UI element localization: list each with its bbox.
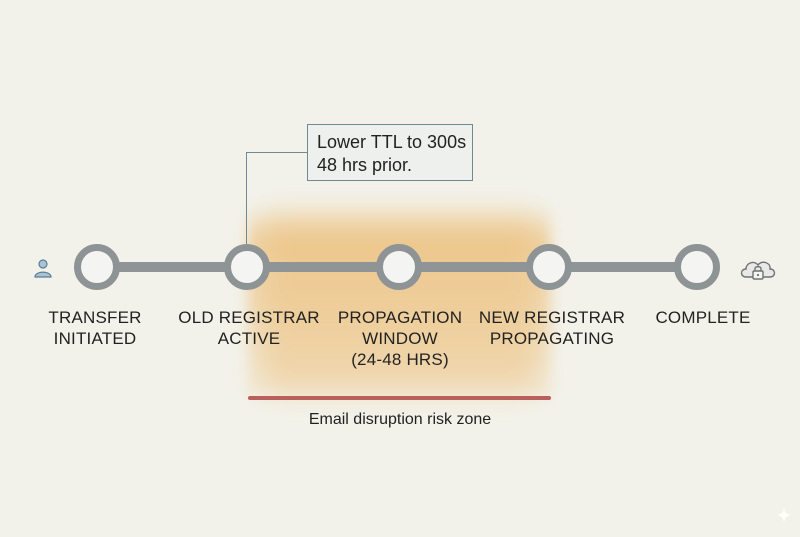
stage-label-complete: COMPLETE [628,307,778,328]
stage-label-transfer-initiated: TRANSFER INITIATED [20,307,170,349]
callout-leader-connector [246,152,307,153]
stage-label-line: ACTIVE [217,329,281,348]
sparkle-icon [776,507,792,523]
stage-node-old-registrar-active [224,244,270,290]
stage-label-line: NEW REGISTRAR [478,308,626,327]
stage-label-line: INITIATED [53,329,137,348]
user-icon [34,259,52,278]
callout-line: 48 hrs prior. [317,155,413,175]
stage-label-line: PROPAGATION [337,308,463,327]
stage-label-line: COMPLETE [655,308,751,327]
stage-label-line: PROPAGATING [489,329,615,348]
ttl-callout: Lower TTL to 300s 48 hrs prior. [307,124,473,181]
cloud-lock-icon [740,261,776,280]
callout-line: Lower TTL to 300s [317,132,467,152]
stage-node-propagation-window [376,244,422,290]
risk-zone-label: Email disruption risk zone [308,411,492,428]
stage-label-line: OLD REGISTRAR [178,308,320,327]
risk-zone-highlight [248,207,550,397]
stage-node-transfer-initiated [74,244,120,290]
stage-label-line: (24-48 HRS) [351,350,449,369]
stage-label-old-registrar-active: OLD REGISTRAR ACTIVE [174,307,324,349]
stage-node-new-registrar-propagating [526,244,572,290]
stage-node-complete [674,244,720,290]
risk-zone-glow [262,212,538,392]
callout-leader-line [246,152,247,244]
stage-label-propagation-window: PROPAGATION WINDOW (24-48 HRS) [325,307,475,370]
stage-label-new-registrar-propagating: NEW REGISTRAR PROPAGATING [477,307,627,349]
risk-zone-bar [248,396,551,400]
stage-label-line: TRANSFER [48,308,142,327]
stage-label-line: WINDOW [362,329,438,348]
